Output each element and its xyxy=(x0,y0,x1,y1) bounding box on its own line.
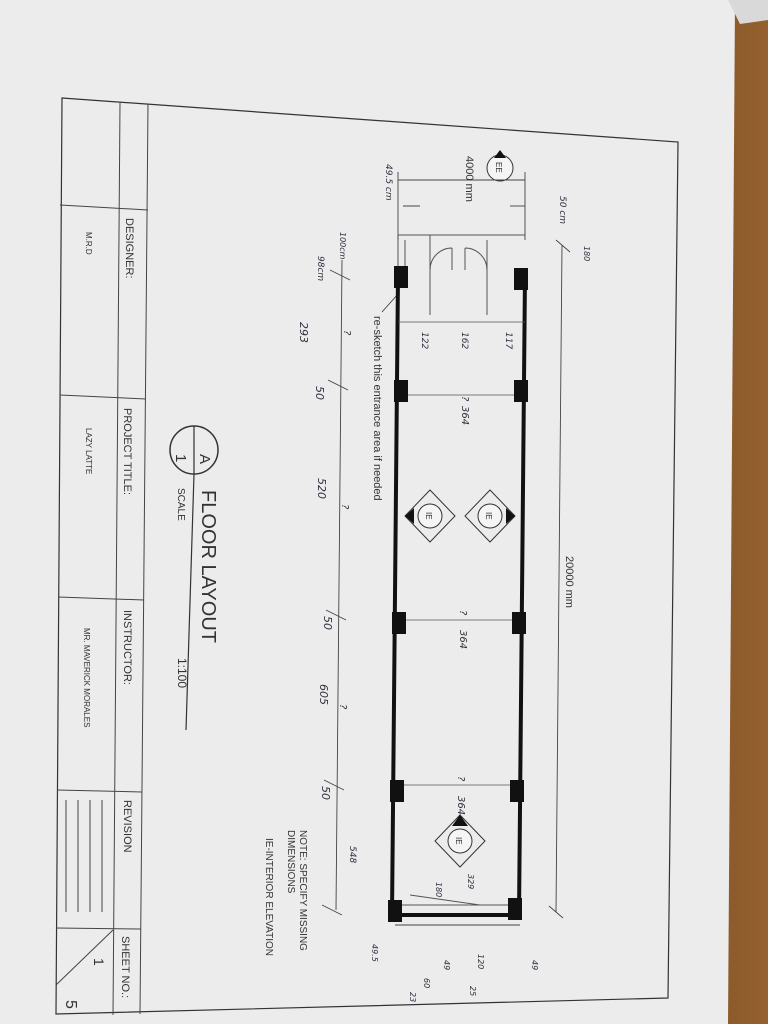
dim-annotation: 605 xyxy=(317,684,330,705)
ie-tag: IE xyxy=(484,512,493,520)
designer-value: M.R.D xyxy=(84,232,93,255)
column xyxy=(508,898,522,920)
scale-label: SCALE xyxy=(175,488,186,521)
column xyxy=(392,612,406,634)
structural-columns xyxy=(388,266,528,922)
entrance-lines xyxy=(397,234,525,906)
sheet-title: FLOOR LAYOUT xyxy=(197,490,219,643)
callout-letter: A xyxy=(196,454,213,464)
dim-annotation: 50 xyxy=(313,386,326,400)
note-line1: NOTE: SPECIFY MISSING xyxy=(297,830,308,951)
dim-annotation: ? xyxy=(457,610,468,616)
ee-tag: EE xyxy=(494,162,503,173)
instructor-value: MR. MAVERICK MORALES xyxy=(82,628,91,727)
exterior-elevation-marker xyxy=(486,150,514,182)
dim-annotation: 50 xyxy=(321,616,334,630)
column xyxy=(394,266,408,288)
dim-annotation: ? xyxy=(341,330,352,336)
dim-annotation: 364 xyxy=(457,630,468,649)
interior-elevation-marker xyxy=(464,489,516,543)
dim-annotation: 364 xyxy=(459,406,470,425)
dim-annotation: 180 xyxy=(434,882,443,897)
dim-annotation: 23 xyxy=(408,992,417,1002)
dim-annotation: 120 xyxy=(476,954,485,969)
dim-annotation: 49 xyxy=(442,960,451,970)
project-title-label: PROJECT TITLE: xyxy=(121,408,133,495)
overall-width-dim: 4000 mm xyxy=(463,156,475,202)
instructor-label: INSTRUCTOR: xyxy=(121,610,133,685)
overall-dimension-lines xyxy=(321,172,571,926)
revision-label: REVISION xyxy=(121,800,133,853)
dim-annotation: 49 xyxy=(530,960,539,970)
dim-annotation: ? xyxy=(339,504,350,510)
resketch-leader xyxy=(381,293,399,313)
dim-annotation: 364 xyxy=(455,796,466,815)
dim-annotation: 50 cm xyxy=(557,196,567,224)
dim-annotation: 25 xyxy=(468,986,477,996)
column xyxy=(512,612,526,634)
revision-value: 1 xyxy=(91,958,107,966)
dim-annotation: ? xyxy=(455,776,466,782)
dim-annotation: 49.5 xyxy=(370,944,379,962)
scale-value: 1:100 xyxy=(175,658,189,688)
title-callout xyxy=(169,425,219,731)
paper-sheet xyxy=(0,0,735,1024)
interior-dims xyxy=(398,321,525,786)
dim-annotation: 122 xyxy=(419,332,429,349)
legend-text: IE-INTERIOR ELEVATION xyxy=(263,838,274,956)
dim-annotation: 520 xyxy=(315,478,328,499)
designer-label: DESIGNER: xyxy=(123,218,135,279)
ie-tag: IE xyxy=(454,837,463,845)
dim-annotation: 548 xyxy=(347,846,357,863)
drawing-border xyxy=(55,97,679,1015)
dim-annotation: 162 xyxy=(459,332,469,349)
sheet-no-label: SHEET NO.: xyxy=(119,936,131,998)
overall-length-dim: 20000 mm xyxy=(563,556,575,608)
ie-tag: IE xyxy=(424,512,433,520)
dim-annotation: 117 xyxy=(503,332,513,349)
dim-annotation: ? xyxy=(459,396,470,402)
interior-elevation-marker xyxy=(434,814,486,868)
dim-annotation: 49.5 cm xyxy=(383,164,393,201)
note-line2: DIMENSIONS xyxy=(285,830,296,894)
resketch-note: re-sketch this entrance area if needed xyxy=(371,316,383,501)
dim-annotation: 180 xyxy=(582,246,591,261)
dim-annotation: 60 xyxy=(422,978,431,988)
dim-annotation: 100cm xyxy=(338,232,347,260)
column xyxy=(514,380,528,402)
column xyxy=(394,380,408,402)
column xyxy=(388,900,402,922)
column xyxy=(514,268,528,290)
sheet-no-value: 5 xyxy=(62,1000,79,1009)
interior-elevation-marker xyxy=(404,489,456,543)
dim-annotation: ? xyxy=(337,704,348,710)
project-title-value: LAZY LATTE xyxy=(84,428,93,474)
column xyxy=(510,780,524,802)
title-block xyxy=(55,102,149,1016)
paper-shadow-corner xyxy=(728,0,768,24)
column xyxy=(390,780,404,802)
dim-annotation: 50 xyxy=(319,786,332,800)
dim-annotation: 98cm xyxy=(315,256,325,281)
callout-number: 1 xyxy=(172,454,189,462)
dim-annotation: 329 xyxy=(466,874,475,889)
dim-annotation: 293 xyxy=(297,322,310,343)
